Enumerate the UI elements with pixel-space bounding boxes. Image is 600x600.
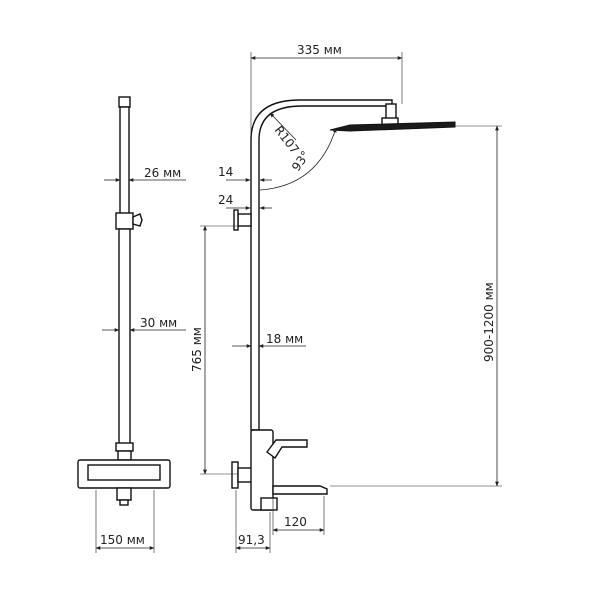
side-lower-nut: [260, 497, 278, 511]
front-top-cap: [118, 96, 131, 108]
side-wall-bracket: [237, 213, 252, 227]
side-view: 335 мм R107 93° 14 24 18 мм 765 мм 900-1…: [190, 43, 502, 553]
front-view: 26 мм 30 мм 150 мм: [77, 96, 186, 553]
dim-30-label: 30 мм: [140, 316, 177, 330]
dim-14-label: 14: [218, 165, 233, 179]
side-curved-arm: [250, 99, 393, 431]
dim-radius-label: R107: [272, 123, 302, 156]
front-holder-knob: [132, 213, 143, 227]
side-wall-bracket-flange: [233, 209, 239, 231]
dim-335-label: 335 мм: [297, 43, 342, 57]
front-connector: [115, 442, 134, 452]
dim-24-label: 24: [218, 193, 233, 207]
dim-18-label: 18 мм: [266, 332, 303, 346]
side-mixer-handle: [266, 439, 308, 460]
dim-26-label: 26 мм: [144, 166, 181, 180]
dim-765-label: 765 мм: [190, 327, 204, 372]
dim-120-label: 120: [284, 515, 307, 529]
dim-900-1200-label: 900-1200 мм: [482, 282, 496, 362]
front-holder: [115, 212, 134, 230]
side-mixer-flange: [231, 461, 239, 489]
front-outlet: [116, 487, 132, 501]
side-mixer-nut: [237, 467, 253, 483]
front-connector-lower: [117, 450, 132, 461]
dim-150-label: 150 мм: [100, 533, 145, 547]
front-upper-pipe: [119, 106, 130, 218]
front-outlet-tip: [119, 499, 129, 506]
front-lower-pipe: [118, 228, 131, 446]
front-mixer-inner: [87, 464, 161, 481]
side-spout: [272, 485, 328, 495]
side-shower-head: [329, 121, 456, 132]
dim-91-label: 91,3: [238, 533, 265, 547]
